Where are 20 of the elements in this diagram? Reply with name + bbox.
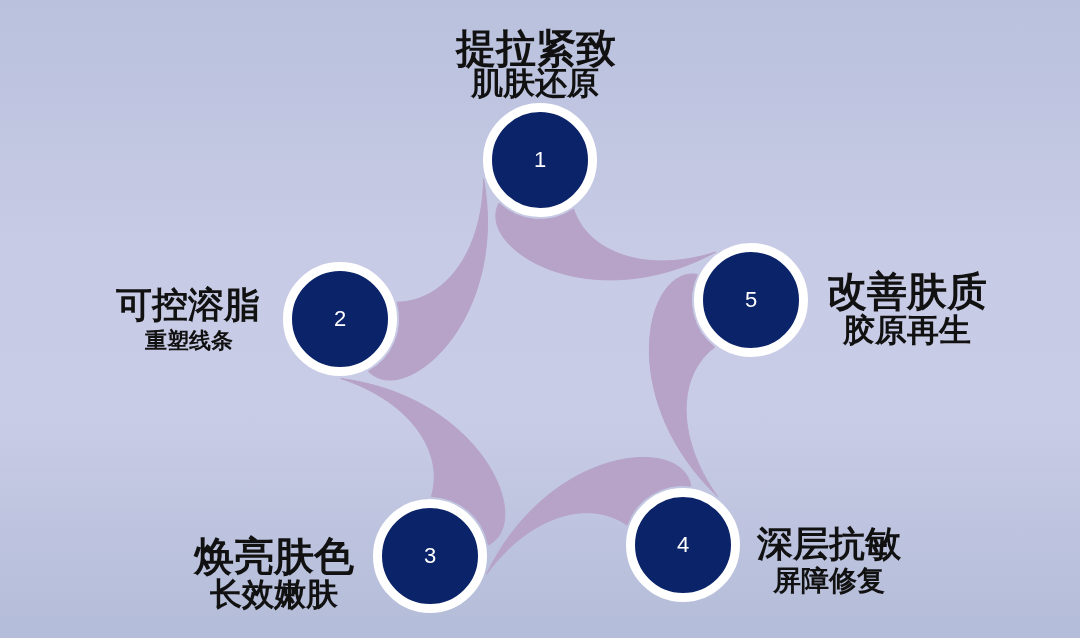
numbered-circle: 2 [283, 262, 397, 376]
step-title: 改善肤质 [827, 271, 987, 311]
step-title: 焕亮肤色 [194, 536, 354, 576]
step-subtitle: 胶原再生 [843, 314, 971, 346]
step-title: 可控溶脂 [116, 287, 260, 323]
crescent-connector [340, 378, 506, 546]
numbered-circle: 1 [483, 103, 597, 217]
step-subtitle: 重塑线条 [145, 330, 233, 352]
numbered-circle: 3 [373, 499, 487, 613]
crescent-connector [495, 202, 717, 281]
crescent-connector [486, 457, 692, 575]
step-title: 提拉紧致 [456, 28, 616, 68]
step-subtitle: 长效嫩肤 [210, 578, 338, 610]
step-subtitle: 肌肤还原 [471, 67, 599, 99]
step-title: 深层抗敏 [757, 526, 901, 562]
numbered-circle: 5 [694, 243, 808, 357]
step-subtitle: 屏障修复 [773, 567, 885, 595]
crescent-connector [648, 273, 719, 498]
numbered-circle: 4 [626, 488, 740, 602]
crescent-connector [367, 178, 488, 381]
